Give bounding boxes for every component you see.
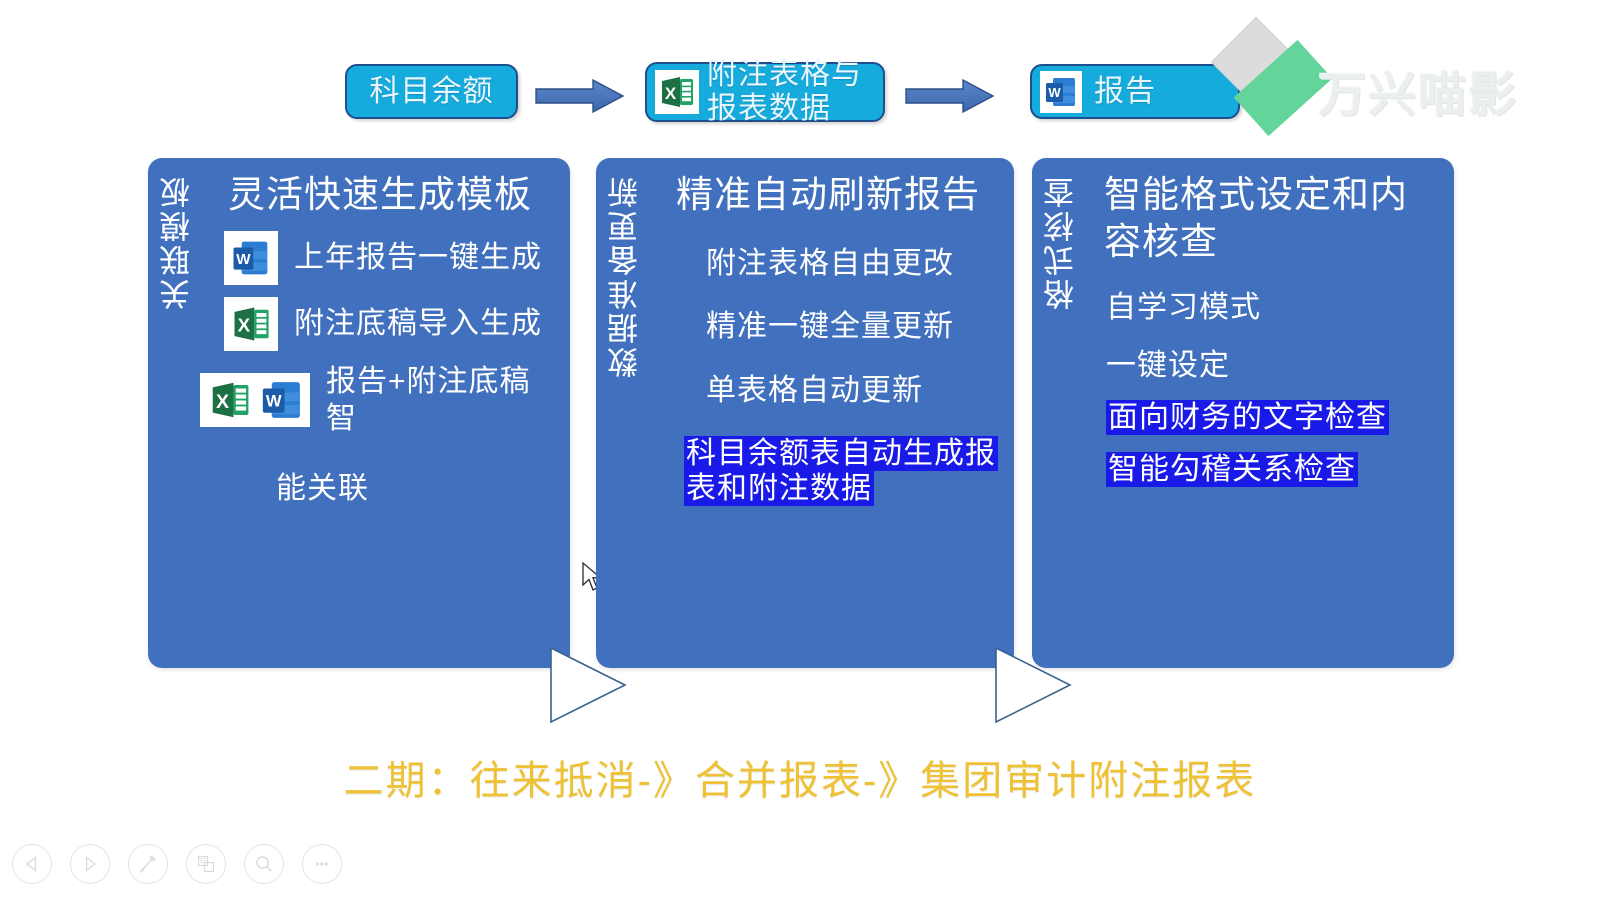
flow-step-2-label: 附注表格与 报表数据 [707, 58, 862, 125]
list-item[interactable]: 自学习模式 [1094, 289, 1440, 327]
panel-3-item-2-label: 一键设定 [1106, 349, 1230, 383]
list-item[interactable]: 一键设定 [1094, 347, 1440, 385]
panel-1-feature-list: W 上年报告一键生成 X [200, 230, 556, 508]
panel-3-item-3-label: 面向财务的文字检查 [1106, 399, 1389, 435]
feature-panel-3: 格式核查 智能格式设定和内容核查 自学习模式 一键设定 面向财务的文字检查 智能… [1032, 158, 1454, 668]
next-slide-button[interactable] [70, 844, 110, 884]
svg-text:X: X [216, 391, 229, 413]
ellipsis-icon [315, 862, 329, 866]
play-triangle-icon [550, 646, 627, 724]
panel-2-tab[interactable]: 数据准备更新 [596, 158, 654, 668]
panel-3-body: 智能格式设定和内容核查 自学习模式 一键设定 面向财务的文字检查 智能勾稽关系检… [1090, 158, 1454, 668]
panel-1-feature-3-label: 报告+附注底稿智 [326, 364, 531, 436]
flow-step-3[interactable]: W 报告 [1030, 64, 1240, 119]
flow-step-3-label: 报告 [1094, 74, 1156, 108]
list-item[interactable]: X 附注底稿导入生成 [224, 296, 556, 351]
panel-3-tab[interactable]: 格式核查 [1032, 158, 1090, 668]
play-triangle-icon [995, 646, 1072, 724]
pen-button[interactable] [128, 844, 168, 884]
right-arrow-icon [535, 78, 625, 114]
panel-3-title: 智能格式设定和内容核查 [1104, 174, 1408, 262]
list-item[interactable]: X W 报告+附注底稿智 [200, 363, 556, 438]
panel-3-item-4-label: 智能勾稽关系检查 [1106, 451, 1358, 487]
panel-1-tab[interactable]: 关联模板 [148, 158, 206, 668]
pen-icon [139, 855, 156, 873]
list-item[interactable]: 面向财务的文字检查 [1094, 399, 1440, 437]
panel-3-item-1-label: 自学习模式 [1106, 291, 1261, 325]
panel-1-feature-2-label: 附注底稿导入生成 [294, 306, 542, 340]
flow-step-2[interactable]: X 附注表格与 报表数据 [645, 58, 885, 125]
list-item[interactable]: 科目余额表自动生成报表和附注数据 [658, 436, 1000, 507]
svg-text:W: W [266, 391, 282, 410]
panel-1-trailing-text: 能关联 [276, 471, 369, 505]
feature-panel-1: 关联模板 灵活快速生成模板 W 上年报告一键生成 [148, 158, 603, 668]
list-item[interactable]: 附注表格自由更改 [658, 245, 1000, 283]
svg-text:W: W [236, 250, 251, 267]
flow-step-1-label: 科目余额 [369, 74, 494, 108]
list-item[interactable]: 单表格自动更新 [658, 372, 1000, 410]
flow-arrow-2 [905, 78, 995, 119]
list-item[interactable]: 智能勾稽关系检查 [1094, 451, 1440, 489]
panel-3-tab-label: 格式核查 [1043, 174, 1079, 310]
zoom-button[interactable] [244, 844, 284, 884]
panel-2-item-2-label: 精准一键全量更新 [706, 310, 954, 344]
panel-2-title: 精准自动刷新报告 [676, 174, 980, 215]
panel-2-tab-label: 数据准备更新 [607, 174, 643, 378]
flow-step-1[interactable]: 科目余额 [345, 64, 518, 119]
panel-2-item-1-label: 附注表格自由更改 [706, 246, 954, 280]
word-icon: W [224, 230, 278, 285]
svg-text:X: X [665, 84, 677, 103]
right-arrow-icon [905, 78, 995, 114]
svg-text:W: W [1048, 85, 1061, 100]
excel-word-icon: X W [200, 373, 310, 428]
layout-icon [197, 855, 215, 873]
more-options-button[interactable] [302, 844, 342, 884]
feature-panel-2: 数据准备更新 精准自动刷新报告 附注表格自由更改 精准一键全量更新 单表格自动更… [596, 158, 1014, 668]
layout-button[interactable] [186, 844, 226, 884]
triangle-left-icon [25, 856, 37, 872]
player-toolbar [0, 828, 1600, 900]
panel-2-body: 精准自动刷新报告 附注表格自由更改 精准一键全量更新 单表格自动更新 科目余额表… [654, 158, 1014, 668]
panel-1-title: 灵活快速生成模板 [228, 174, 532, 215]
list-item[interactable]: W 上年报告一键生成 [224, 230, 556, 285]
panel-1-tab-label: 关联模板 [159, 174, 195, 310]
panel-2-item-4-label: 科目余额表自动生成报表和附注数据 [684, 436, 998, 507]
panel-2-item-3-label: 单表格自动更新 [706, 374, 923, 408]
slide-caption: 二期：往来抵消-》合并报表-》集团审计附注报表 [343, 759, 1257, 803]
panel-1-feature-1-label: 上年报告一键生成 [294, 240, 542, 274]
excel-icon: X [224, 296, 278, 351]
excel-icon: X [655, 70, 699, 114]
watermark-text: 万兴喵影 [1318, 69, 1519, 122]
svg-text:X: X [238, 314, 251, 335]
magnifier-icon [256, 856, 272, 872]
list-item[interactable]: 精准一键全量更新 [658, 308, 1000, 346]
prev-slide-button[interactable] [12, 844, 52, 884]
flow-diagram: 科目余额 [0, 0, 1600, 145]
panel-1-body: 灵活快速生成模板 W 上年报告一键生成 [200, 158, 570, 668]
triangle-right-icon [85, 856, 97, 872]
word-icon: W [1040, 70, 1082, 113]
flow-arrow-1 [535, 78, 625, 119]
